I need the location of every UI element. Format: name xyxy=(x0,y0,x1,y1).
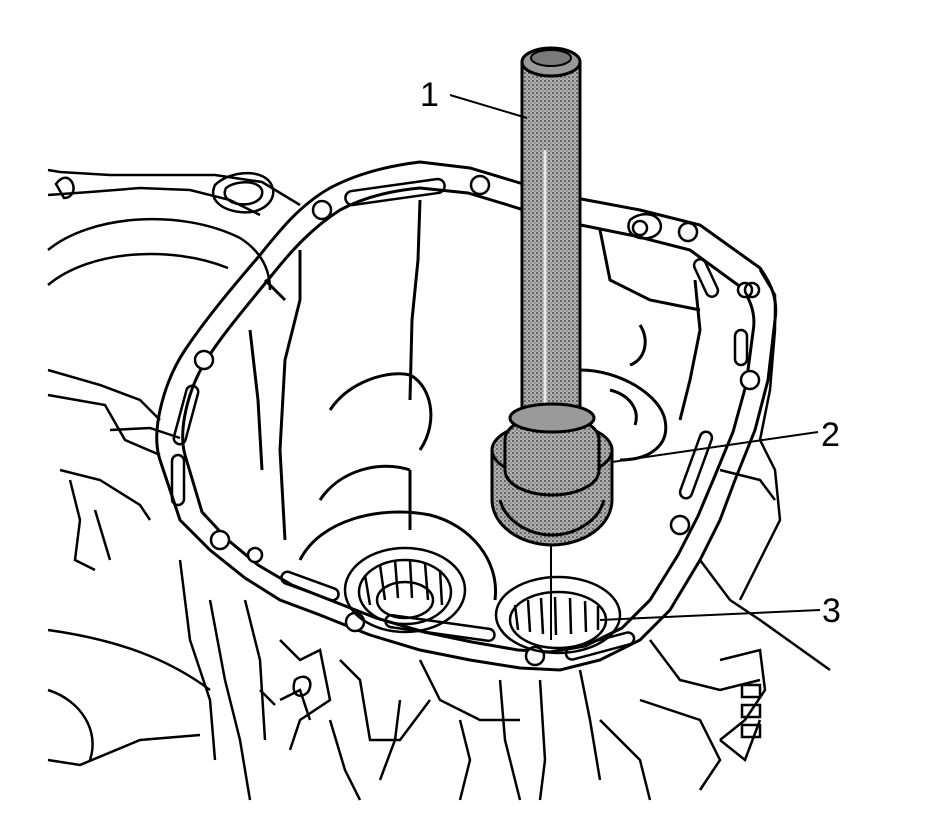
bolt-holes xyxy=(193,174,761,667)
input-bearing xyxy=(343,546,467,634)
output-bearing xyxy=(494,575,622,655)
callout-2-label: 2 xyxy=(821,416,840,454)
case-flange xyxy=(155,160,778,672)
callout-3-label: 3 xyxy=(822,592,841,630)
lower-body xyxy=(178,559,602,801)
leader-lines xyxy=(449,94,821,621)
right-housing xyxy=(599,213,831,801)
callout-1-label: 1 xyxy=(420,76,439,114)
flange-slots xyxy=(170,177,749,661)
left-housing xyxy=(47,168,301,767)
bearing-installer xyxy=(490,402,614,547)
